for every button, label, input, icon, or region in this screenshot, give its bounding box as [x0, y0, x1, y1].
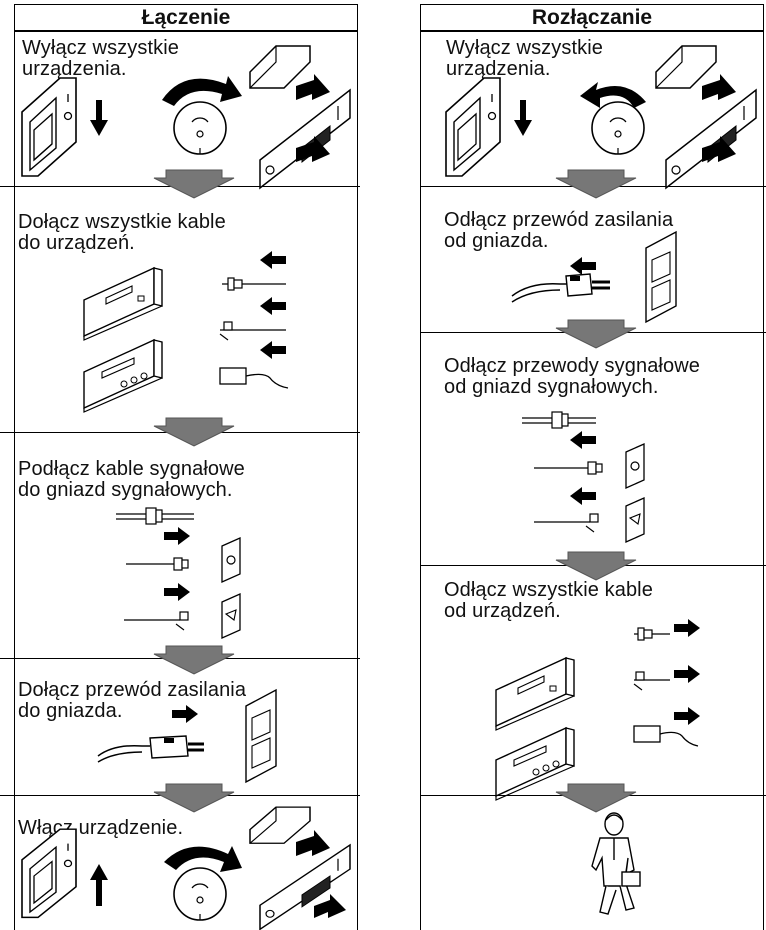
arrow-right-icon [674, 665, 700, 683]
power-switch-icon [445, 77, 501, 177]
coax-cable-icon [534, 461, 603, 475]
arrow-right-icon [172, 705, 198, 723]
connect-step-2-text: Dołącz wszystkie kable do urządzeń. [18, 211, 226, 254]
arrow-left-icon [570, 487, 596, 505]
disconnect-column: Rozłączanie Wyłącz wszystkie urządzenia.… [420, 0, 766, 930]
left-border [420, 32, 421, 930]
phone-cable-icon [633, 671, 670, 691]
right-border [763, 32, 764, 930]
connect-step-4-text: Dołącz przewód zasilania do gniazda. [18, 679, 247, 722]
coax-cable-icon [634, 627, 670, 641]
signal-cable-icon [522, 411, 596, 429]
power-cord-icon [97, 735, 204, 763]
flow-arrow-icon [555, 169, 637, 199]
device-box-icon [495, 656, 575, 801]
knob-icon [591, 101, 645, 155]
knob-icon [173, 101, 227, 155]
flow-arrow-icon [555, 783, 637, 813]
disconnect-step-3-text: Odłącz przewody sygnałowe od gniazd sygn… [444, 355, 700, 398]
connect-title: Łączenie [14, 4, 358, 32]
phone-socket-icon [625, 496, 645, 544]
power-plug-icon [219, 367, 289, 389]
device-switch-icon [655, 45, 757, 189]
arrow-left-icon [260, 251, 286, 269]
phone-cable-icon [219, 321, 286, 341]
coax-cable-icon [126, 557, 189, 571]
disconnect-illustrations [445, 45, 757, 915]
power-switch-icon [21, 828, 77, 919]
push-arrow-icon [702, 74, 736, 100]
push-arrow-icon [296, 136, 330, 162]
connect-illustrations [21, 45, 351, 930]
coax-socket-icon [221, 536, 241, 584]
connect-step-5-text: Włącz urządzenie. [18, 817, 184, 839]
connect-step-1-text: Wyłącz wszystkie urządzenia. [22, 37, 179, 80]
coax-cable-icon [222, 277, 286, 291]
walking-person-icon [591, 812, 641, 915]
flow-arrow-icon [153, 645, 235, 675]
connect-column: Łączenie Wyłącz wszystkie urządzenia. Do… [0, 0, 360, 930]
arrow-left-icon [260, 297, 286, 315]
flow-arrow-icon [153, 169, 235, 199]
arrow-left-icon [570, 431, 596, 449]
device-box-icon [83, 266, 163, 413]
wall-outlet-icon [245, 688, 277, 784]
left-border [14, 32, 15, 930]
right-border [357, 32, 358, 930]
disconnect-step-2-text: Odłącz przewód zasilania od gniazda. [444, 209, 674, 252]
arrow-left-icon [570, 257, 596, 275]
push-arrow-icon [296, 74, 330, 100]
flow-arrow-icon [555, 319, 637, 349]
arrow-left-icon [260, 341, 286, 359]
flow-arrow-icon [555, 551, 637, 581]
disconnect-step-4-text: Odłącz wszystkie kable od urządzeń. [444, 579, 653, 622]
arrow-right-icon [674, 707, 700, 725]
flow-arrow-icon [153, 417, 235, 447]
down-arrow-icon [90, 100, 108, 136]
rotate-arrow-icon [164, 846, 242, 872]
power-cord-icon [511, 273, 610, 303]
rotate-arrow-icon [580, 82, 646, 108]
power-switch-icon [21, 77, 77, 177]
push-arrow-icon [296, 830, 330, 856]
push-arrow-icon [702, 136, 736, 162]
device-switch-icon [249, 45, 351, 189]
phone-socket-icon [221, 592, 241, 640]
disconnect-title: Rozłączanie [420, 4, 764, 32]
push-arrow-icon [314, 894, 346, 918]
wall-outlet-icon [645, 230, 677, 324]
arrow-right-icon [674, 619, 700, 637]
coax-socket-icon [625, 442, 645, 490]
flow-arrow-icon [153, 783, 235, 813]
phone-cable-icon [124, 611, 189, 631]
knob-icon [173, 867, 227, 921]
arrow-right-icon [164, 527, 190, 545]
up-arrow-icon [90, 864, 108, 906]
rotate-arrow-icon [162, 76, 242, 106]
signal-cable-icon [116, 507, 194, 525]
down-arrow-icon [514, 100, 532, 136]
disconnect-step-1-text: Wyłącz wszystkie urządzenia. [446, 37, 603, 80]
arrow-right-icon [164, 583, 190, 601]
phone-cable-icon [534, 513, 599, 533]
power-plug-icon [633, 725, 699, 747]
connect-step-3-text: Podłącz kable sygnałowe do gniazd sygnał… [18, 458, 245, 501]
